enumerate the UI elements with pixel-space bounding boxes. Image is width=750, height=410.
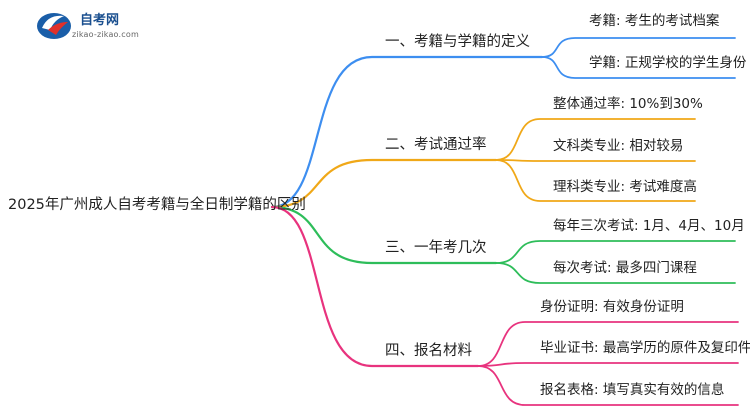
leaf-overall-rate: 整体通过率: 10%到30% (553, 96, 703, 112)
branch-materials: 四、报名材料 (385, 343, 472, 359)
leaf-connector (477, 362, 739, 367)
leaf-connector (541, 37, 736, 58)
leaf-connector (495, 240, 736, 264)
leaf-science-major: 理科类专业: 考试难度高 (553, 179, 697, 195)
leaf-connector (495, 159, 696, 162)
logo-url: zikao-zikao.com (72, 30, 139, 39)
branch-connector (270, 205, 498, 265)
leaf-connector (495, 262, 736, 284)
leaf-connector (541, 56, 736, 79)
branch-definition: 一、考籍与学籍的定义 (385, 34, 530, 50)
leaf-connector (477, 321, 739, 367)
leaf-connector (495, 118, 696, 161)
leaf-arts-major: 文科类专业: 相对较易 (553, 138, 684, 154)
branch-exam-frequency: 三、一年考几次 (385, 240, 487, 256)
leaf-three-exams: 每年三次考试: 1月、4月、10月 (553, 218, 745, 234)
branch-connector (270, 205, 480, 368)
leaf-diploma: 毕业证书: 最高学历的原件及复印件 (540, 340, 750, 356)
leaf-kaoji: 考籍: 考生的考试档案 (589, 13, 720, 29)
logo-icon (37, 13, 71, 39)
leaf-xueji: 学籍: 正规学校的学生身份 (589, 55, 747, 71)
leaf-id-proof: 身份证明: 有效身份证明 (540, 299, 684, 315)
branch-connector (270, 158, 498, 209)
root-topic: 2025年广州成人自考考籍与全日制学籍的区别 (8, 197, 306, 213)
leaf-max-courses: 每次考试: 最多四门课程 (553, 260, 697, 276)
logo-title: 自考网 (80, 13, 120, 28)
leaf-connector (477, 365, 739, 406)
leaf-connector (495, 159, 696, 202)
leaf-form: 报名表格: 填写真实有效的信息 (540, 382, 725, 398)
branch-connector (270, 55, 544, 209)
branch-pass-rate: 二、考试通过率 (385, 137, 487, 153)
